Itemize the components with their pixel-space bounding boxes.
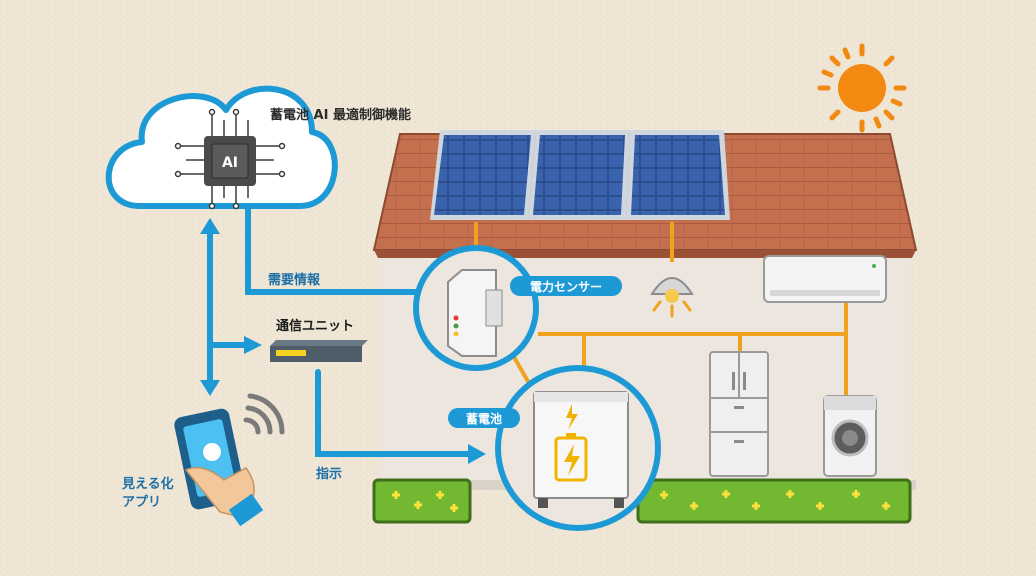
app-label-line2: アプリ xyxy=(122,495,161,510)
flow-arrowheads xyxy=(200,218,486,464)
data-flow-lines xyxy=(207,203,473,457)
battery-label: 蓄電池 xyxy=(466,411,502,426)
smartphone-icon xyxy=(174,408,264,527)
wifi-icon xyxy=(243,393,285,435)
sun-icon xyxy=(817,43,907,133)
grass-bed-left xyxy=(372,478,472,524)
battery-pill xyxy=(448,408,520,428)
power-sensor-label: 電力センサー xyxy=(530,279,602,294)
app-label-line1: 見える化 xyxy=(121,476,174,492)
comm-unit-label: 通信ユニット xyxy=(276,318,354,334)
washing-machine-icon xyxy=(823,395,877,477)
solar-panel-icon xyxy=(430,130,730,220)
instruction-label: 指示 xyxy=(316,466,342,482)
grass-bed-right xyxy=(636,478,912,524)
demand-info-label: 需要情報 xyxy=(268,272,321,288)
refrigerator-icon xyxy=(709,351,769,477)
battery-icon xyxy=(533,391,629,508)
lamp-icon xyxy=(650,277,694,318)
ai-chip-label: AI xyxy=(222,155,238,171)
ai-control-label: 蓄電池 AI 最適制御機能 xyxy=(270,107,411,123)
power-sensor-callout xyxy=(413,245,539,371)
ai-chip-icon xyxy=(174,108,286,210)
air-conditioner-icon xyxy=(763,255,887,303)
communication-unit-icon xyxy=(270,340,368,362)
power-sensor-icon xyxy=(447,269,503,357)
battery-callout xyxy=(495,365,661,531)
power-sensor-pill xyxy=(510,276,622,296)
